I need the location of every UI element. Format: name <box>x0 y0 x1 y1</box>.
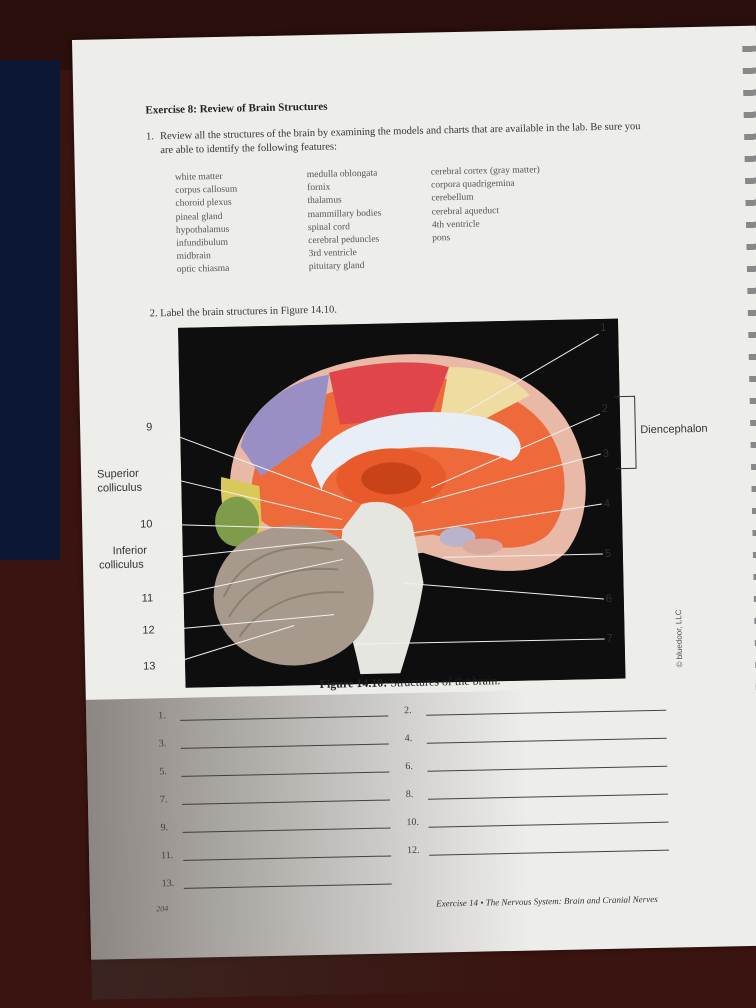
label-inferior-colliculus-1: Inferior <box>113 545 148 558</box>
answer-line[interactable] <box>181 787 390 805</box>
spiral-binding <box>742 45 756 706</box>
answer-row: 5. <box>159 759 390 778</box>
figure-caption-text: Structures of the brain. <box>387 673 501 690</box>
answer-line[interactable] <box>427 781 668 800</box>
answer-number: 5. <box>159 766 167 778</box>
page-number: 204 <box>156 904 169 914</box>
answer-number: 6. <box>405 761 413 773</box>
answer-line[interactable] <box>425 697 667 716</box>
terms-column-1: white matter corpus callosum choroid ple… <box>175 169 307 277</box>
answer-row: 7. <box>159 787 390 806</box>
label-inferior-colliculus-2: colliculus <box>99 559 144 572</box>
answer-number: 4. <box>404 733 413 745</box>
question-1-text: Review all the structures of the brain b… <box>159 121 641 157</box>
worksheet-page: Exercise 8: Review of Brain Structures 1… <box>72 25 756 1000</box>
answer-line[interactable] <box>426 725 667 744</box>
answer-row: 8. <box>405 781 668 801</box>
figure-caption: Figure 14.10: Structures of the brain. <box>319 673 500 692</box>
answer-number: 1. <box>158 710 166 722</box>
answer-row: 2. <box>404 697 667 717</box>
answer-number: 13. <box>161 878 175 890</box>
answer-number: 8. <box>405 789 414 801</box>
answer-row: 13. <box>162 871 392 889</box>
answer-number: 10. <box>406 816 420 829</box>
answer-line[interactable] <box>182 815 391 833</box>
answer-number: 7. <box>159 794 168 806</box>
question-1-number: 1. <box>145 131 155 143</box>
question-1: 1. Review all the structures of the brai… <box>146 120 646 158</box>
answer-number: 11. <box>160 850 174 862</box>
answer-line[interactable] <box>428 809 669 828</box>
brain-illustration <box>178 318 626 688</box>
label-superior-colliculus-2: colliculus <box>97 482 142 495</box>
label-11: 11 <box>142 592 154 604</box>
answer-line[interactable] <box>428 837 670 856</box>
label-13: 13 <box>143 660 155 672</box>
answer-line[interactable] <box>181 759 390 777</box>
answer-line[interactable] <box>183 871 392 889</box>
answer-line[interactable] <box>180 703 389 721</box>
answer-row: 3. <box>158 731 389 750</box>
answer-row: 10. <box>406 809 669 829</box>
terms-column-3: cerebral cortex (gray matter) corpora qu… <box>431 163 603 246</box>
answer-row: 12. <box>406 837 670 857</box>
answer-row: 11. <box>160 843 392 862</box>
answer-row: 1. <box>158 703 389 722</box>
answer-number: 2. <box>404 705 412 717</box>
question-2: 2. Label the brain structures in Figure … <box>149 304 338 320</box>
answer-line[interactable] <box>427 753 668 772</box>
answer-number: 12. <box>406 844 420 857</box>
answer-number: 9. <box>160 822 169 834</box>
term: pituitary gland <box>308 261 365 273</box>
background-left <box>0 60 60 560</box>
answer-number: 3. <box>158 738 167 750</box>
label-12: 12 <box>142 624 154 636</box>
answer-row: 4. <box>404 725 667 745</box>
figure-caption-number: Figure 14.10: <box>319 675 388 691</box>
terms-column-2: medulla oblongata fornix thalamus mammil… <box>307 166 439 274</box>
term: optic chiasma <box>176 264 230 276</box>
label-10: 10 <box>140 518 152 530</box>
answer-blanks: 1. 2. 3. 4. 5. 6. 7. 8. 9. 10. 11. 12. 1… <box>148 697 712 909</box>
label-diencephalon: Diencephalon <box>640 423 708 436</box>
answer-line[interactable] <box>180 731 389 749</box>
answer-line[interactable] <box>182 843 392 861</box>
label-9: 9 <box>146 421 152 433</box>
answer-row: 9. <box>160 815 391 834</box>
copyright-notice: © bluedoor, LLC <box>674 609 685 668</box>
answer-row: 6. <box>405 753 668 773</box>
label-superior-colliculus-1: Superior <box>97 468 139 481</box>
exercise-title: Exercise 8: Review of Brain Structures <box>145 100 328 117</box>
brain-photo <box>178 318 626 688</box>
